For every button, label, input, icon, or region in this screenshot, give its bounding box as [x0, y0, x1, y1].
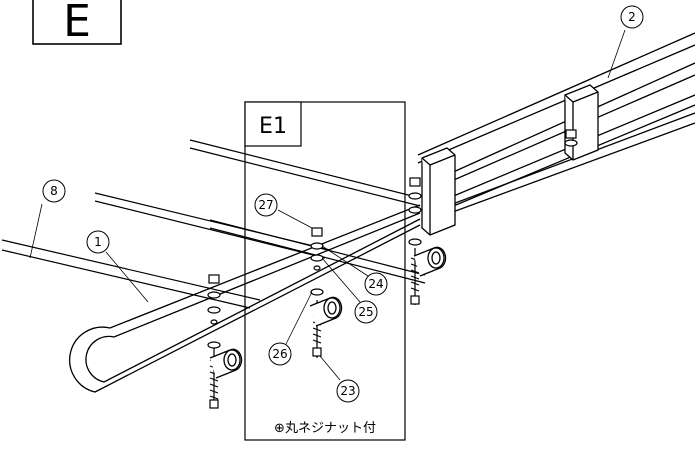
step-label: E — [63, 0, 91, 47]
callout-8-label: 8 — [50, 184, 58, 198]
callout-23-label: 23 — [340, 384, 355, 398]
callout-27: 27 — [254, 193, 313, 229]
hardware-stack-right — [408, 177, 422, 305]
u-tube-part-1 — [69, 94, 695, 393]
note-text: ⊕丸ネジナット付 — [274, 421, 376, 436]
hardware-stack-center — [310, 227, 324, 358]
callout-2-label: 2 — [628, 10, 636, 24]
tube-end-caps — [209, 246, 447, 379]
callout-27-label: 27 — [258, 198, 273, 212]
callout-1-label: 1 — [94, 235, 102, 249]
substep-label: E1 — [259, 114, 287, 139]
step-label-box: E — [32, 0, 122, 47]
callout-26: 26 — [268, 291, 313, 366]
callout-23: 23 — [319, 355, 360, 403]
hardware-stack-far-right — [564, 129, 578, 147]
callout-8: 8 — [29, 179, 66, 259]
clamp-right — [564, 84, 599, 161]
callout-25: 25 — [321, 257, 378, 324]
callout-2: 2 — [607, 5, 644, 79]
frame-tubes — [1, 139, 426, 309]
clamp-left — [421, 147, 456, 236]
callout-24-label: 24 — [368, 277, 383, 291]
callout-24: 24 — [321, 245, 388, 296]
detail-box-e1: E1 ⊕丸ネジナット付 — [244, 101, 406, 441]
callout-25-label: 25 — [358, 305, 373, 319]
hardware-stack-left — [207, 274, 221, 409]
callout-1: 1 — [86, 230, 149, 303]
callout-26-label: 26 — [272, 347, 287, 361]
